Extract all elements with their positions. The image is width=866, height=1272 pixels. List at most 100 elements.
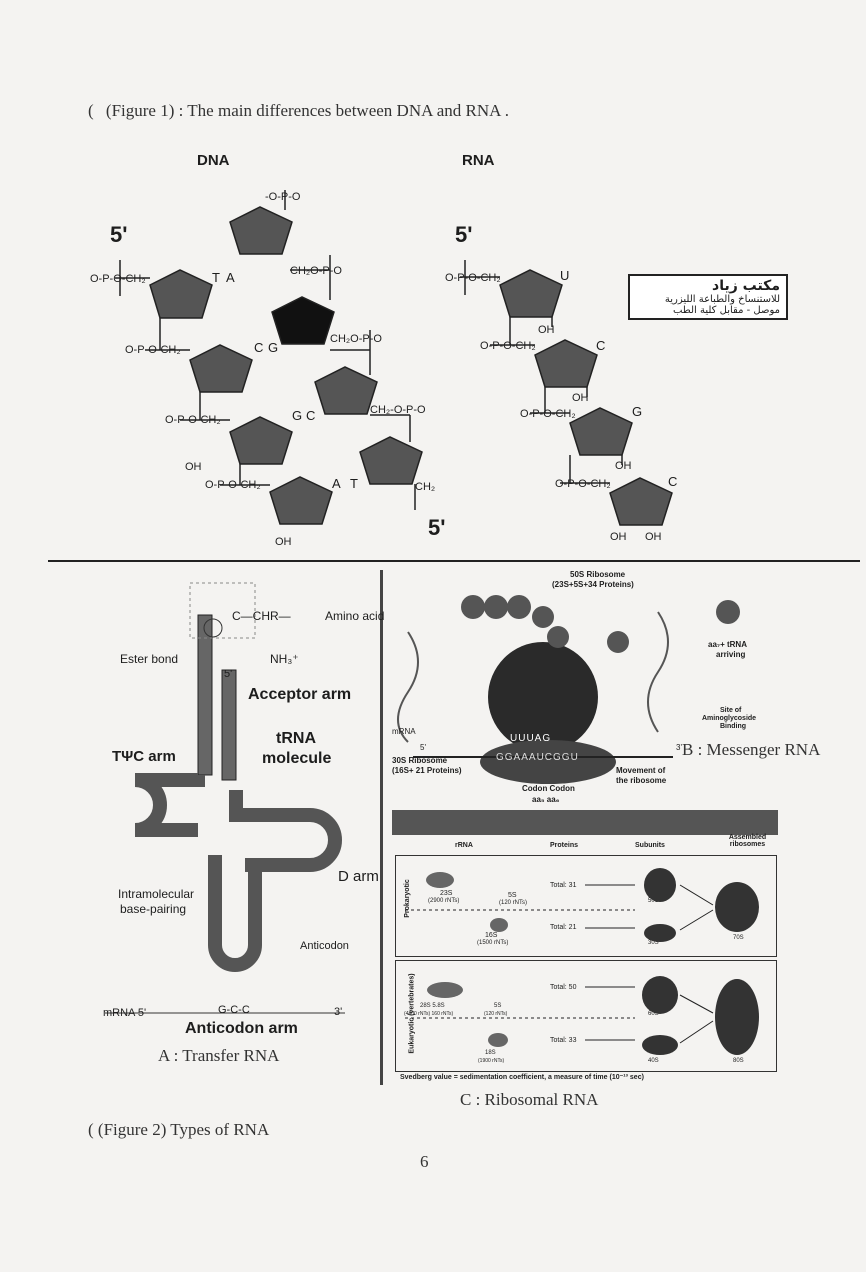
dna-base-c: C xyxy=(254,340,264,355)
svg-text:O-P-O-CH₂: O-P-O-CH₂ xyxy=(445,272,501,284)
three-prime-trna: 3' xyxy=(334,1006,343,1018)
stamp-line-1: مكتب زياد xyxy=(712,278,780,294)
rna-sugar xyxy=(569,407,633,456)
codon-sequence: GGAAAUCGGU xyxy=(496,752,579,763)
dna-sugar xyxy=(271,296,335,345)
d-loop xyxy=(229,790,342,872)
svg-text:CH₂O-P-O: CH₂O-P-O xyxy=(290,265,342,277)
mrna-label: mRNA xyxy=(392,727,416,736)
dna-base-c-pair: C xyxy=(306,408,316,423)
mrna-trna-label: mRNA 5' xyxy=(103,1007,147,1019)
rna-sugar xyxy=(534,339,598,388)
row1-small: 5S xyxy=(508,892,517,899)
trna-arriving-1: aa₇+ tRNA xyxy=(708,640,747,649)
subunit-60s xyxy=(642,976,678,1014)
base-pairing-label: base-pairing xyxy=(120,902,187,916)
dna-base-a-pair: A xyxy=(226,270,235,285)
subunit-40s xyxy=(642,1035,678,1055)
large-subunit xyxy=(488,642,598,752)
movement-label-2: the ribosome xyxy=(616,776,667,785)
row2-rna: 16S xyxy=(485,932,498,939)
dna-sugar xyxy=(189,344,253,393)
chr-label: C—CHR— xyxy=(232,609,291,623)
row3-rna: 28S 5.8S xyxy=(420,1003,445,1009)
svg-text:CH₂: CH₂ xyxy=(415,481,435,493)
acceptor-arm-label: Acceptor arm xyxy=(248,686,352,703)
svg-text:O-P-O-CH₂: O-P-O-CH₂ xyxy=(125,344,181,356)
svg-text:OH: OH xyxy=(645,531,662,543)
row3-small-nt: (120 rNTs) xyxy=(484,1011,508,1017)
intramolecular-label: Intramolecular xyxy=(118,887,195,901)
dna-title: DNA xyxy=(197,152,230,169)
rna-structure-diagram: O-P-O-CH₂ O-P-O-CH₂ O-P-O-CH₂ O-P-O-CH₂ … xyxy=(445,260,673,543)
figure2-caption: ( (Figure 2) Types of RNA xyxy=(88,1120,270,1139)
dna-base-g-pair: G xyxy=(268,340,279,355)
ribosome-70s xyxy=(715,882,759,932)
codon-codon-label: Codon Codon xyxy=(522,784,575,793)
dna-five-prime-top: 5' xyxy=(110,222,128,247)
row3-total: Total: 50 xyxy=(550,984,577,991)
acceptor-stem-left xyxy=(197,614,213,776)
dna-sugar xyxy=(359,436,423,485)
row4-subunit: 40S xyxy=(648,1058,659,1064)
dna-sugar xyxy=(229,206,293,255)
ribosome-50s-sublabel: (23S+5S+34 Proteins) xyxy=(552,580,634,589)
dna-five-prime-bottom: 5' xyxy=(428,515,446,540)
tpsic-loop xyxy=(134,773,205,837)
row4-rna: 18S xyxy=(485,1050,496,1056)
ribosome-50s-label: 50S Ribosome xyxy=(570,570,626,579)
svg-text:O-P-O-CH₂: O-P-O-CH₂ xyxy=(90,273,146,285)
site-label-2: Aminoglycoside xyxy=(702,715,757,722)
anticodon-label: Anticodon xyxy=(300,940,349,952)
svg-text:OH: OH xyxy=(615,460,632,472)
rna-base-u: U xyxy=(560,268,570,283)
gcc-label: G-C-C xyxy=(218,1004,250,1016)
stamp-line-3: موصل - مقابل كلية الطب xyxy=(672,305,780,316)
svg-text:OH: OH xyxy=(275,536,292,548)
subunit-50s xyxy=(644,868,676,902)
column-divider xyxy=(380,570,383,1085)
rna-base-c2: C xyxy=(668,474,678,489)
translation-diagram xyxy=(397,595,740,784)
mrna-three: 3' xyxy=(676,743,682,752)
site-label-3: Binding xyxy=(720,723,747,730)
row1-nt: (2900 rNTs) xyxy=(428,898,460,904)
rna-sugar xyxy=(499,269,563,318)
eukaryotic-box xyxy=(395,960,777,1072)
svg-text:OH: OH xyxy=(538,324,555,336)
row1-rna: 23S xyxy=(440,890,453,897)
stamp-line-2: للاستنساخ والطباعة الليزرية xyxy=(664,294,780,305)
row1-small-nt: (120 rNTs) xyxy=(499,900,528,906)
svg-text:CH₂-O-P-O: CH₂-O-P-O xyxy=(370,404,426,416)
header-subunits: Subunits xyxy=(635,842,665,849)
trna-arriving-2: arriving xyxy=(716,650,746,659)
figure1-caption: ( (Figure 1) : The main differences betw… xyxy=(88,101,509,121)
ribosome-80s xyxy=(715,979,759,1055)
dna-sugar xyxy=(229,416,293,465)
svg-text:OH: OH xyxy=(185,461,202,473)
row2-nt: (1500 rNTs) xyxy=(477,940,509,946)
aa-label: aa₅ aa₆ xyxy=(532,795,560,804)
dna-sugar xyxy=(314,366,378,415)
caption-mark: ( xyxy=(88,101,94,120)
ribosomal-rna-label: C : Ribosomal RNA xyxy=(460,1090,599,1109)
anticodon-loop xyxy=(208,855,262,972)
svedberg-footer: Svedberg value = sedimentation coefficie… xyxy=(400,1074,644,1081)
rrna-table-header: rRNA Proteins Subunits Assembled ribosom… xyxy=(395,834,778,854)
svg-text:O-P-O-CH₂: O-P-O-CH₂ xyxy=(520,408,576,420)
subunit-30s xyxy=(644,924,676,942)
row3-nt: (4800 rNTs) 160 rNTs) xyxy=(404,1011,454,1017)
svg-text:O-P-O-CH₂: O-P-O-CH₂ xyxy=(555,478,611,490)
amino-acid-label: Amino acid xyxy=(325,609,385,623)
trna-molecule-label-2: molecule xyxy=(262,750,332,767)
transfer-rna-label: A : Transfer RNA xyxy=(158,1046,280,1065)
dna-base-a: A xyxy=(332,476,341,491)
dna-base-t-pair: T xyxy=(350,476,358,491)
header-proteins: Proteins xyxy=(550,842,579,849)
mrna-five: 5' xyxy=(420,743,426,752)
rrna-shapes xyxy=(405,868,759,1055)
site-label-1: Site of xyxy=(720,707,742,714)
rna-sugar xyxy=(609,477,673,526)
page-number: 6 xyxy=(420,1152,429,1171)
